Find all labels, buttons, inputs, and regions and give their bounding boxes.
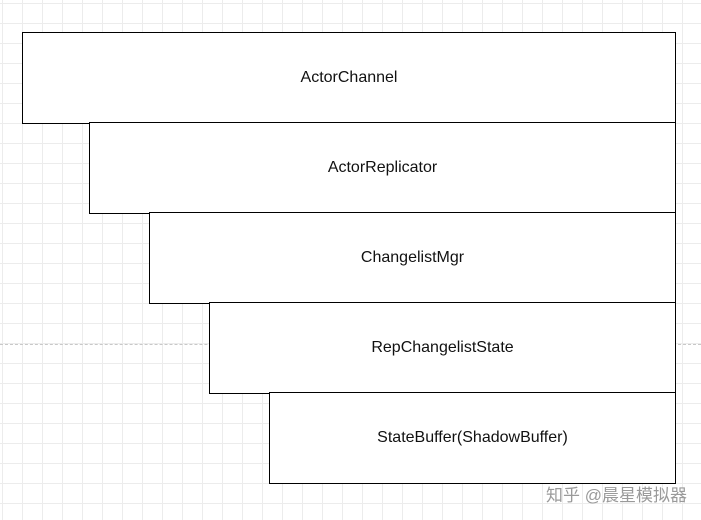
watermark-text: 知乎 @晨星模拟器 <box>546 486 687 505</box>
layer-label-rep-changelist-state: RepChangelistState <box>371 339 514 356</box>
layer-label-state-buffer: StateBuffer(ShadowBuffer) <box>377 429 568 446</box>
layer-label-changelist-mgr: ChangelistMgr <box>360 249 465 266</box>
layer-box-changelist-mgr[interactable]: ChangelistMgr <box>149 212 676 304</box>
layer-box-state-buffer[interactable]: StateBuffer(ShadowBuffer) <box>269 392 676 484</box>
layer-label-actor-channel: ActorChannel <box>300 69 398 86</box>
layer-box-actor-channel[interactable]: ActorChannel <box>22 32 676 124</box>
layer-box-actor-replicator[interactable]: ActorReplicator <box>89 122 676 214</box>
layer-box-rep-changelist-state[interactable]: RepChangelistState <box>209 302 676 394</box>
layer-label-actor-replicator: ActorReplicator <box>327 159 438 176</box>
